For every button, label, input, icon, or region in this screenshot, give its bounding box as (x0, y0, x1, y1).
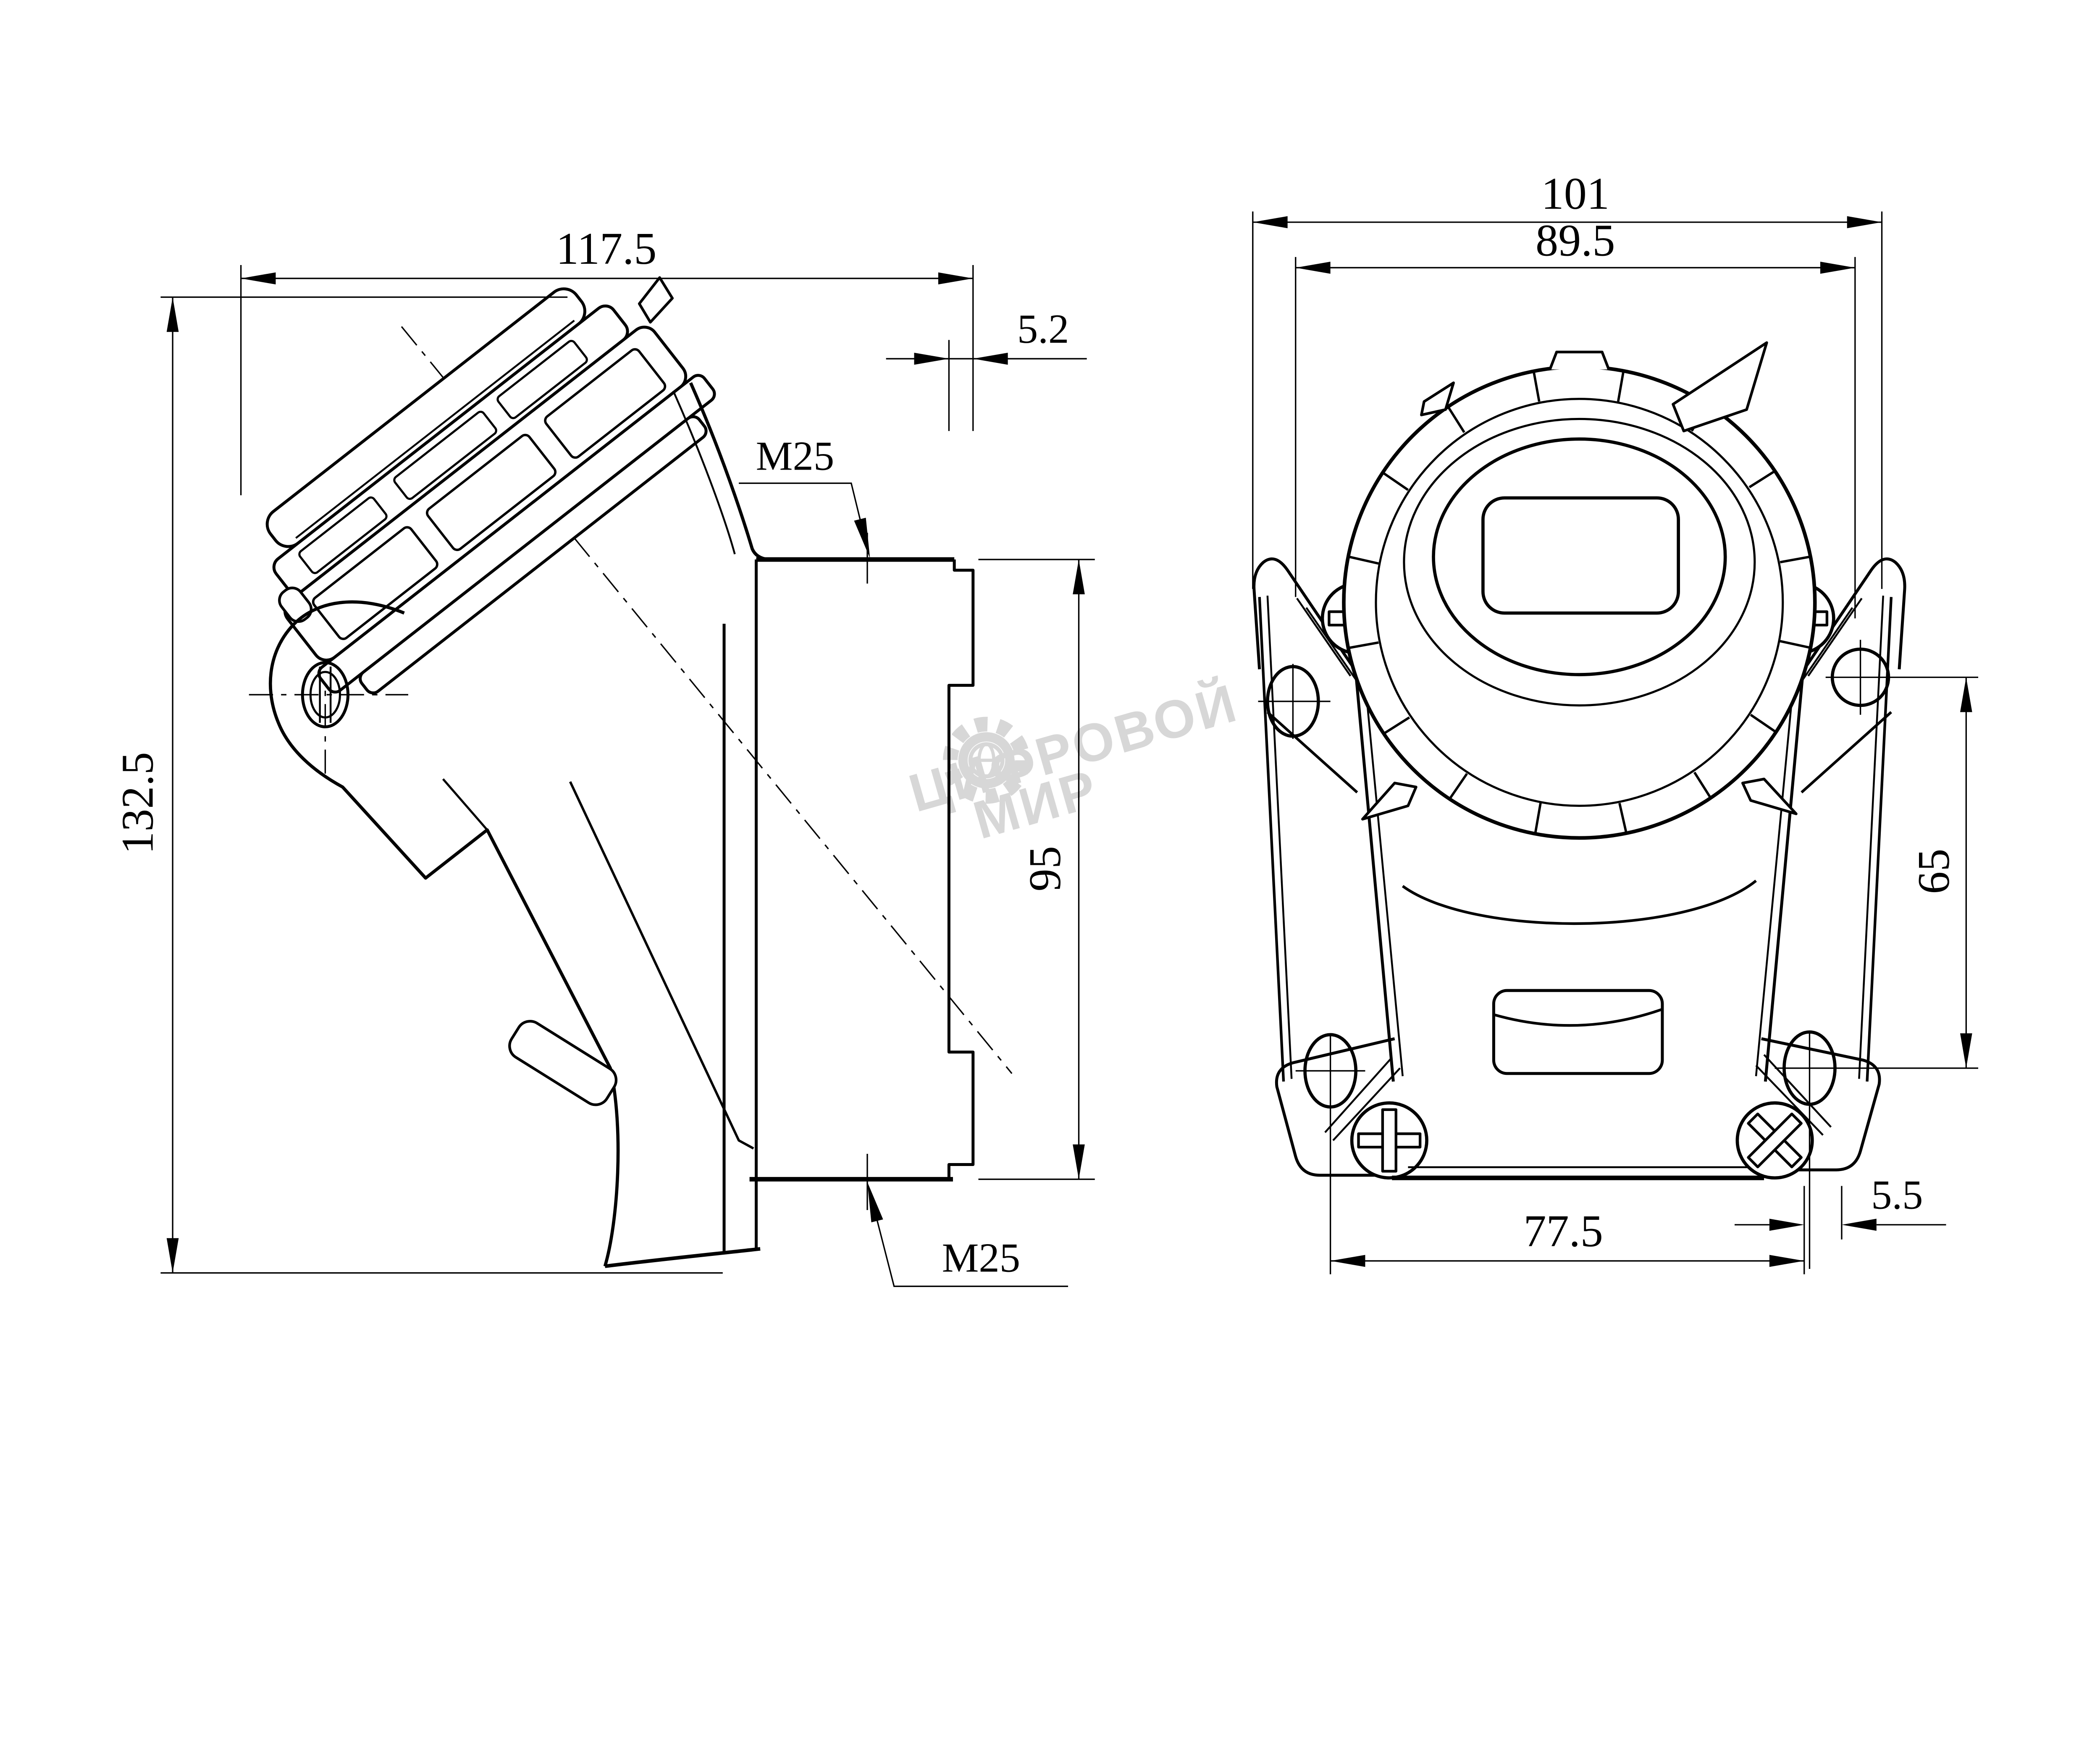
dimension-front-overall-width: 101 (1252, 168, 1883, 589)
technical-drawing-canvas: ЦИФРОВОЙ МИР (112, 168, 1979, 1287)
leader-thread-top: M25 (739, 433, 870, 584)
dimension-front-hole-spacing-vertical: 65 (1774, 676, 1979, 1069)
screw-cap-front (1342, 341, 1817, 840)
dimension-side-overall-height: 132.5 (112, 296, 723, 1274)
housing-body-front (1350, 629, 1809, 1082)
dim-label-side-tab-depth: 5.2 (1017, 306, 1069, 352)
mounting-plate-side (722, 557, 975, 1253)
dimension-side-tab-depth: 5.2 (886, 306, 1087, 431)
phillips-screw-icon (1350, 1101, 1428, 1180)
front-view: 101 89.5 65 77.5 (1252, 168, 1979, 1274)
leader-thread-bottom: M25 (866, 1153, 1068, 1287)
dim-label-front-hole-spacing-vertical: 65 (1908, 848, 1959, 894)
dim-label-side-overall-height: 132.5 (112, 752, 163, 854)
dim-label-side-plate-height: 95 (1020, 846, 1070, 891)
cap-tab-top-right (1672, 341, 1768, 433)
cap-window (1481, 496, 1680, 615)
phillips-screw-icon-x (1735, 1101, 1814, 1180)
dimension-front-flange-width: 89.5 (1295, 215, 1856, 619)
bottom-right-ear (1735, 1030, 1881, 1180)
dim-label-side-overall-width: 117.5 (556, 223, 657, 274)
side-view: 117.5 132.5 5.2 95 (112, 223, 1095, 1287)
dim-label-front-hole-spacing-horizontal: 77.5 (1523, 1206, 1603, 1256)
screw-cap-side (265, 276, 716, 695)
dim-label-front-hole-edge-offset: 5.5 (1871, 1172, 1923, 1218)
dim-label-front-overall-width: 101 (1541, 168, 1610, 219)
dimension-front-hole-spacing-horizontal: 77.5 (1329, 1030, 1811, 1274)
dimension-side-overall-width: 117.5 (240, 223, 974, 496)
bottom-left-ear (1275, 1033, 1428, 1180)
gear-globe-icon (943, 717, 1030, 804)
dim-label-thread-bottom: M25 (942, 1235, 1021, 1281)
dimension-side-plate-height: 95 (978, 559, 1095, 1180)
dim-label-front-flange-width: 89.5 (1536, 215, 1615, 266)
housing-body-side (268, 382, 769, 1268)
dim-label-thread-top: M25 (756, 433, 835, 479)
label-recess (1492, 989, 1664, 1075)
watermark: ЦИФРОВОЙ МИР (903, 672, 1245, 851)
dimension-front-hole-edge-offset: 5.5 (1735, 1172, 1946, 1240)
flange-screw-hole (301, 661, 350, 728)
